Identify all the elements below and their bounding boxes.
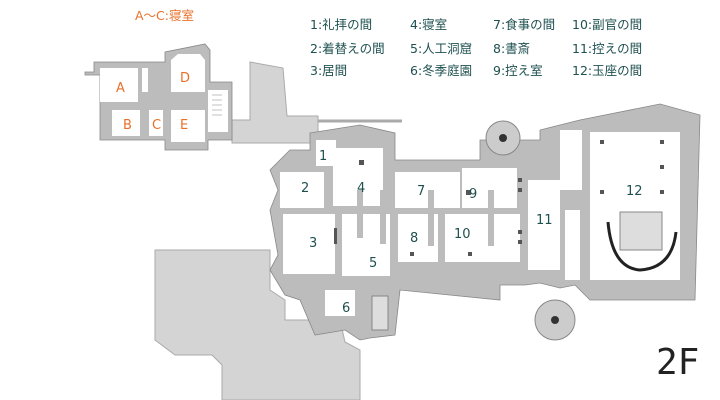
legend-item: 5:人工洞窟 bbox=[410, 41, 473, 56]
room-number: 10 bbox=[454, 227, 471, 242]
room-label-d: D bbox=[180, 71, 190, 86]
room-2 bbox=[280, 172, 324, 208]
room-11 bbox=[528, 180, 560, 270]
room-number: 8 bbox=[410, 231, 418, 246]
room-number: 3 bbox=[309, 236, 317, 251]
room-number: 9 bbox=[469, 187, 477, 202]
room-number: 1 bbox=[319, 149, 327, 164]
room-number: 2 bbox=[301, 181, 309, 196]
legend-item: 9:控え室 bbox=[493, 63, 543, 78]
throne-railing bbox=[606, 221, 678, 272]
legend-item: 2:着替えの間 bbox=[310, 41, 385, 56]
room-label-b: B bbox=[123, 118, 132, 133]
garden-area bbox=[154, 249, 361, 400]
legend-item: 11:控えの間 bbox=[572, 41, 643, 56]
legend-item: 3:居間 bbox=[310, 63, 348, 78]
terrace-area bbox=[231, 61, 319, 144]
legend-item: 8:書斎 bbox=[493, 41, 531, 56]
legend-item: 10:副官の間 bbox=[572, 17, 643, 32]
room-number: 5 bbox=[369, 256, 377, 271]
legend-item: 4:寝室 bbox=[410, 17, 448, 32]
room-number: 4 bbox=[357, 181, 365, 196]
room-c bbox=[149, 110, 163, 136]
room-number: 6 bbox=[342, 301, 350, 316]
letters-legend: A〜C:寝室 bbox=[135, 8, 194, 23]
legend-item: 1:礼拝の間 bbox=[310, 17, 373, 32]
room-d bbox=[171, 54, 205, 92]
legend-item: 12:玉座の間 bbox=[572, 63, 643, 78]
room-6 bbox=[325, 290, 355, 316]
staircase bbox=[371, 295, 389, 331]
room-label-c: C bbox=[152, 118, 161, 133]
room-number: 11 bbox=[536, 213, 553, 228]
room-10 bbox=[445, 214, 520, 262]
room-number: 12 bbox=[626, 184, 643, 199]
room-a bbox=[100, 68, 138, 102]
room-7 bbox=[395, 172, 460, 208]
legend-item: 6:冬季庭園 bbox=[410, 63, 473, 78]
room-12 bbox=[590, 132, 680, 280]
room-number: 7 bbox=[417, 184, 425, 199]
room-e bbox=[171, 110, 205, 142]
room-label-a: A bbox=[116, 81, 125, 96]
room-label-e: E bbox=[180, 118, 188, 133]
room-1 bbox=[316, 140, 336, 166]
throne-dais bbox=[619, 211, 663, 251]
room-3 bbox=[283, 214, 335, 274]
room-b bbox=[112, 110, 140, 136]
legend-item: 7:食事の間 bbox=[493, 17, 556, 32]
floor-label: 2F bbox=[656, 342, 700, 383]
